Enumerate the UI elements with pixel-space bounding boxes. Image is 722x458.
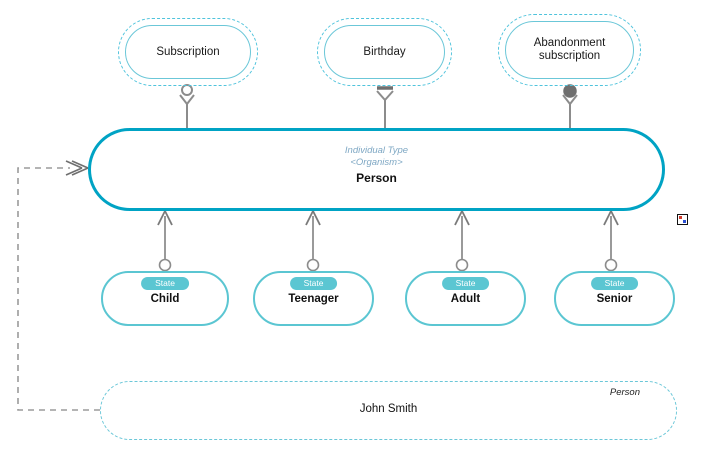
- event-inner-shape: Abandonment subscription: [505, 21, 634, 79]
- event-outer-outline: [317, 18, 452, 86]
- state-badge: State: [141, 277, 189, 290]
- resize-handle-icon[interactable]: [677, 214, 688, 225]
- individual-type-name-label: Person: [356, 171, 397, 185]
- event-node-abandonment-subscription[interactable]: Abandonment subscription: [498, 14, 641, 86]
- event-node-subscription[interactable]: Subscription: [118, 18, 258, 86]
- event-label: Birthday: [363, 45, 406, 58]
- event-outer-outline: [118, 18, 258, 86]
- individual-type-stereotype-label: <Organism>: [350, 157, 403, 168]
- edge-child-to-person: [157, 210, 173, 272]
- individual-node-john-smith[interactable]: Person John Smith: [100, 381, 677, 440]
- edge-teenager-to-person: [305, 210, 321, 272]
- event-label: Subscription: [156, 45, 220, 58]
- state-node-teenager[interactable]: State Teenager: [253, 271, 374, 326]
- state-badge: State: [590, 277, 639, 290]
- event-node-birthday[interactable]: Birthday: [317, 18, 452, 86]
- state-name-label: Adult: [450, 293, 481, 305]
- edge-person-to-abandonment-subscription: [562, 84, 578, 128]
- individual-type-reference-label: Person: [609, 387, 640, 398]
- state-badge: State: [441, 277, 490, 290]
- state-node-senior[interactable]: State Senior: [554, 271, 675, 326]
- state-badge: State: [289, 277, 338, 290]
- individual-type-metaclass-label: Individual Type: [344, 145, 409, 156]
- state-node-adult[interactable]: State Adult: [405, 271, 526, 326]
- state-name-label: Teenager: [288, 293, 339, 305]
- event-label: Abandonment subscription: [533, 37, 606, 62]
- edge-person-to-subscription: [179, 84, 195, 128]
- state-name-label: Senior: [596, 293, 633, 305]
- event-inner-shape: Subscription: [125, 25, 251, 79]
- edge-senior-to-person: [603, 210, 619, 272]
- individual-type-node-person[interactable]: Individual Type <Organism> Person: [88, 128, 665, 211]
- individual-name-label: John Smith: [359, 403, 418, 415]
- state-node-child[interactable]: State Child: [101, 271, 229, 326]
- edge-person-to-birthday: [376, 86, 394, 128]
- state-name-label: Child: [150, 293, 180, 305]
- event-inner-shape: Birthday: [324, 25, 445, 79]
- event-outer-outline: [498, 14, 641, 86]
- edge-individual-to-person: [17, 160, 100, 411]
- edge-adult-to-person: [454, 210, 470, 272]
